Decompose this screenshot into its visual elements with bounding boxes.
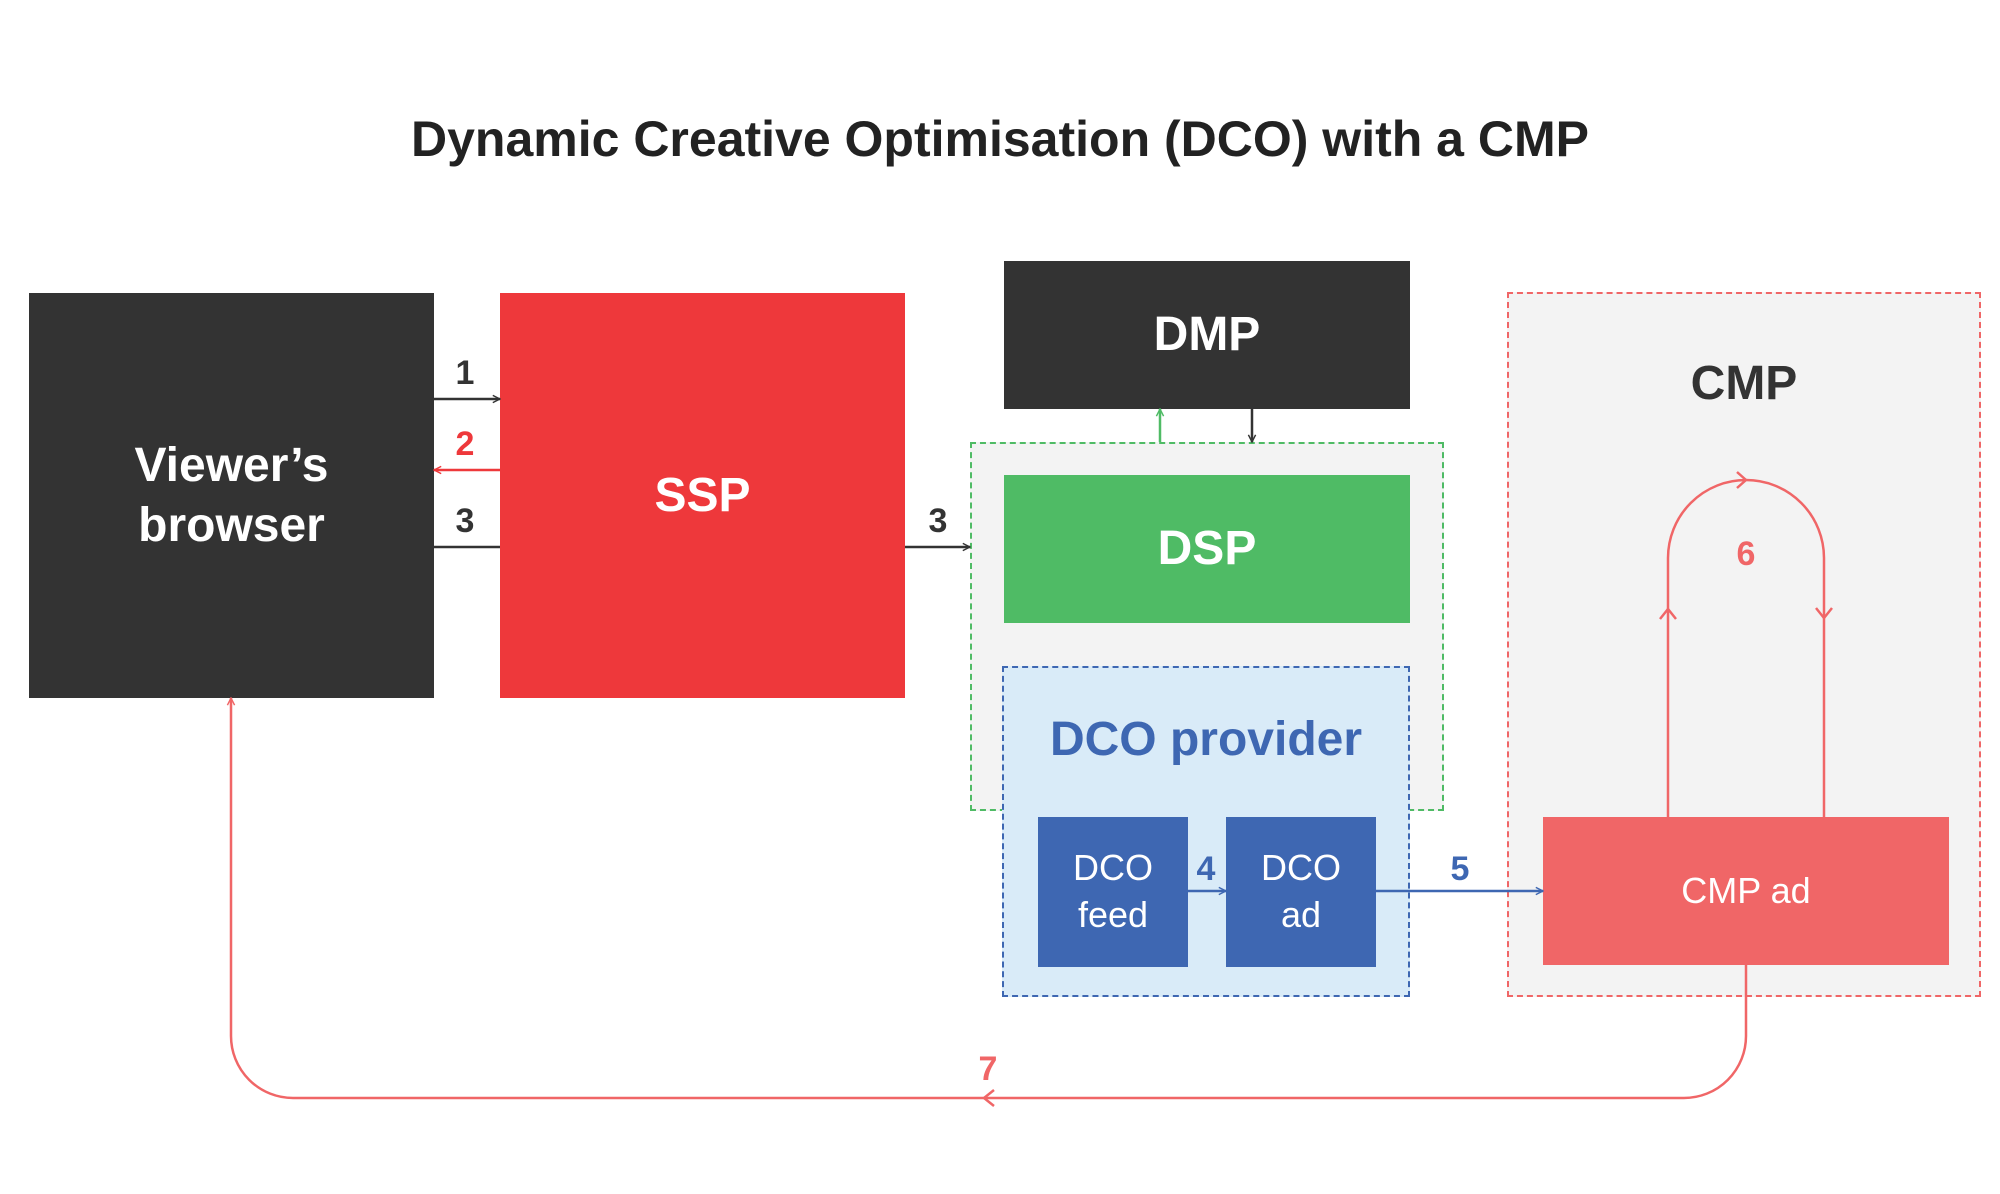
step-2: 2 [455, 425, 475, 463]
step-7: 7 [978, 1050, 998, 1088]
browser-box: Viewer’s browser [29, 293, 434, 698]
step-3b: 3 [928, 502, 948, 540]
dco-feed-label: DCO feed [1073, 847, 1153, 935]
step-5: 5 [1450, 850, 1470, 888]
dsp-box: DSP [1004, 475, 1410, 623]
loop-6-arrowhead-up [1659, 606, 1677, 620]
step-4: 4 [1196, 850, 1216, 888]
loop-6-arrowhead-top [1736, 471, 1748, 489]
loop-6-cmp [1666, 478, 1826, 817]
step-3a: 3 [455, 502, 475, 540]
dco-provider-label: DCO provider [1049, 713, 1363, 766]
cmp-label: CMP [1690, 357, 1798, 410]
cmp-ad-label: CMP ad [1681, 870, 1811, 911]
cmp-ad-box: CMP ad [1543, 817, 1949, 965]
dco-feed-box: DCO feed [1038, 817, 1188, 967]
arrow-7-midpoint-arrowhead [981, 1089, 995, 1107]
browser-label: Viewer’s browser [134, 438, 329, 552]
ssp-label: SSP [654, 468, 751, 522]
arrow-7-cmp-ad-to-browser [231, 698, 1748, 1100]
dsp-label: DSP [1157, 522, 1257, 575]
dco-ad-box: DCO ad [1226, 817, 1376, 967]
diagram-title: Dynamic Creative Optimisation (DCO) with… [411, 111, 1589, 167]
dmp-box: DMP [1004, 261, 1410, 409]
ssp-box: SSP [500, 293, 905, 698]
loop-6-arrowhead-down [1815, 607, 1833, 621]
step-1: 1 [455, 354, 475, 392]
step-6: 6 [1736, 535, 1756, 573]
dmp-label: DMP [1153, 308, 1261, 361]
dco-ad-label: DCO ad [1261, 847, 1341, 935]
